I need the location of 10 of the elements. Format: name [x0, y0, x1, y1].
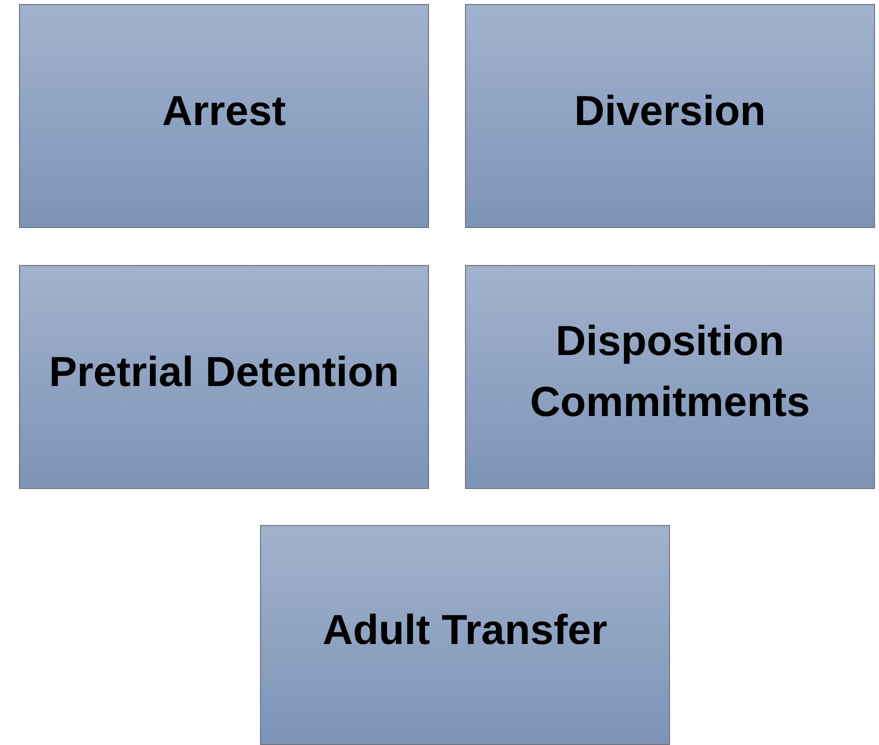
process-box	[260, 525, 670, 745]
box-label: Diversion	[574, 86, 766, 136]
process-box	[465, 4, 875, 228]
process-box	[19, 4, 429, 228]
box-label: Adult Transfer	[322, 604, 608, 655]
box-label: Arrest	[162, 86, 286, 136]
box-label: Pretrial Detention	[48, 346, 400, 397]
box-label: Disposition Commitments	[528, 316, 812, 427]
process-box	[465, 265, 875, 489]
process-box	[19, 265, 429, 489]
